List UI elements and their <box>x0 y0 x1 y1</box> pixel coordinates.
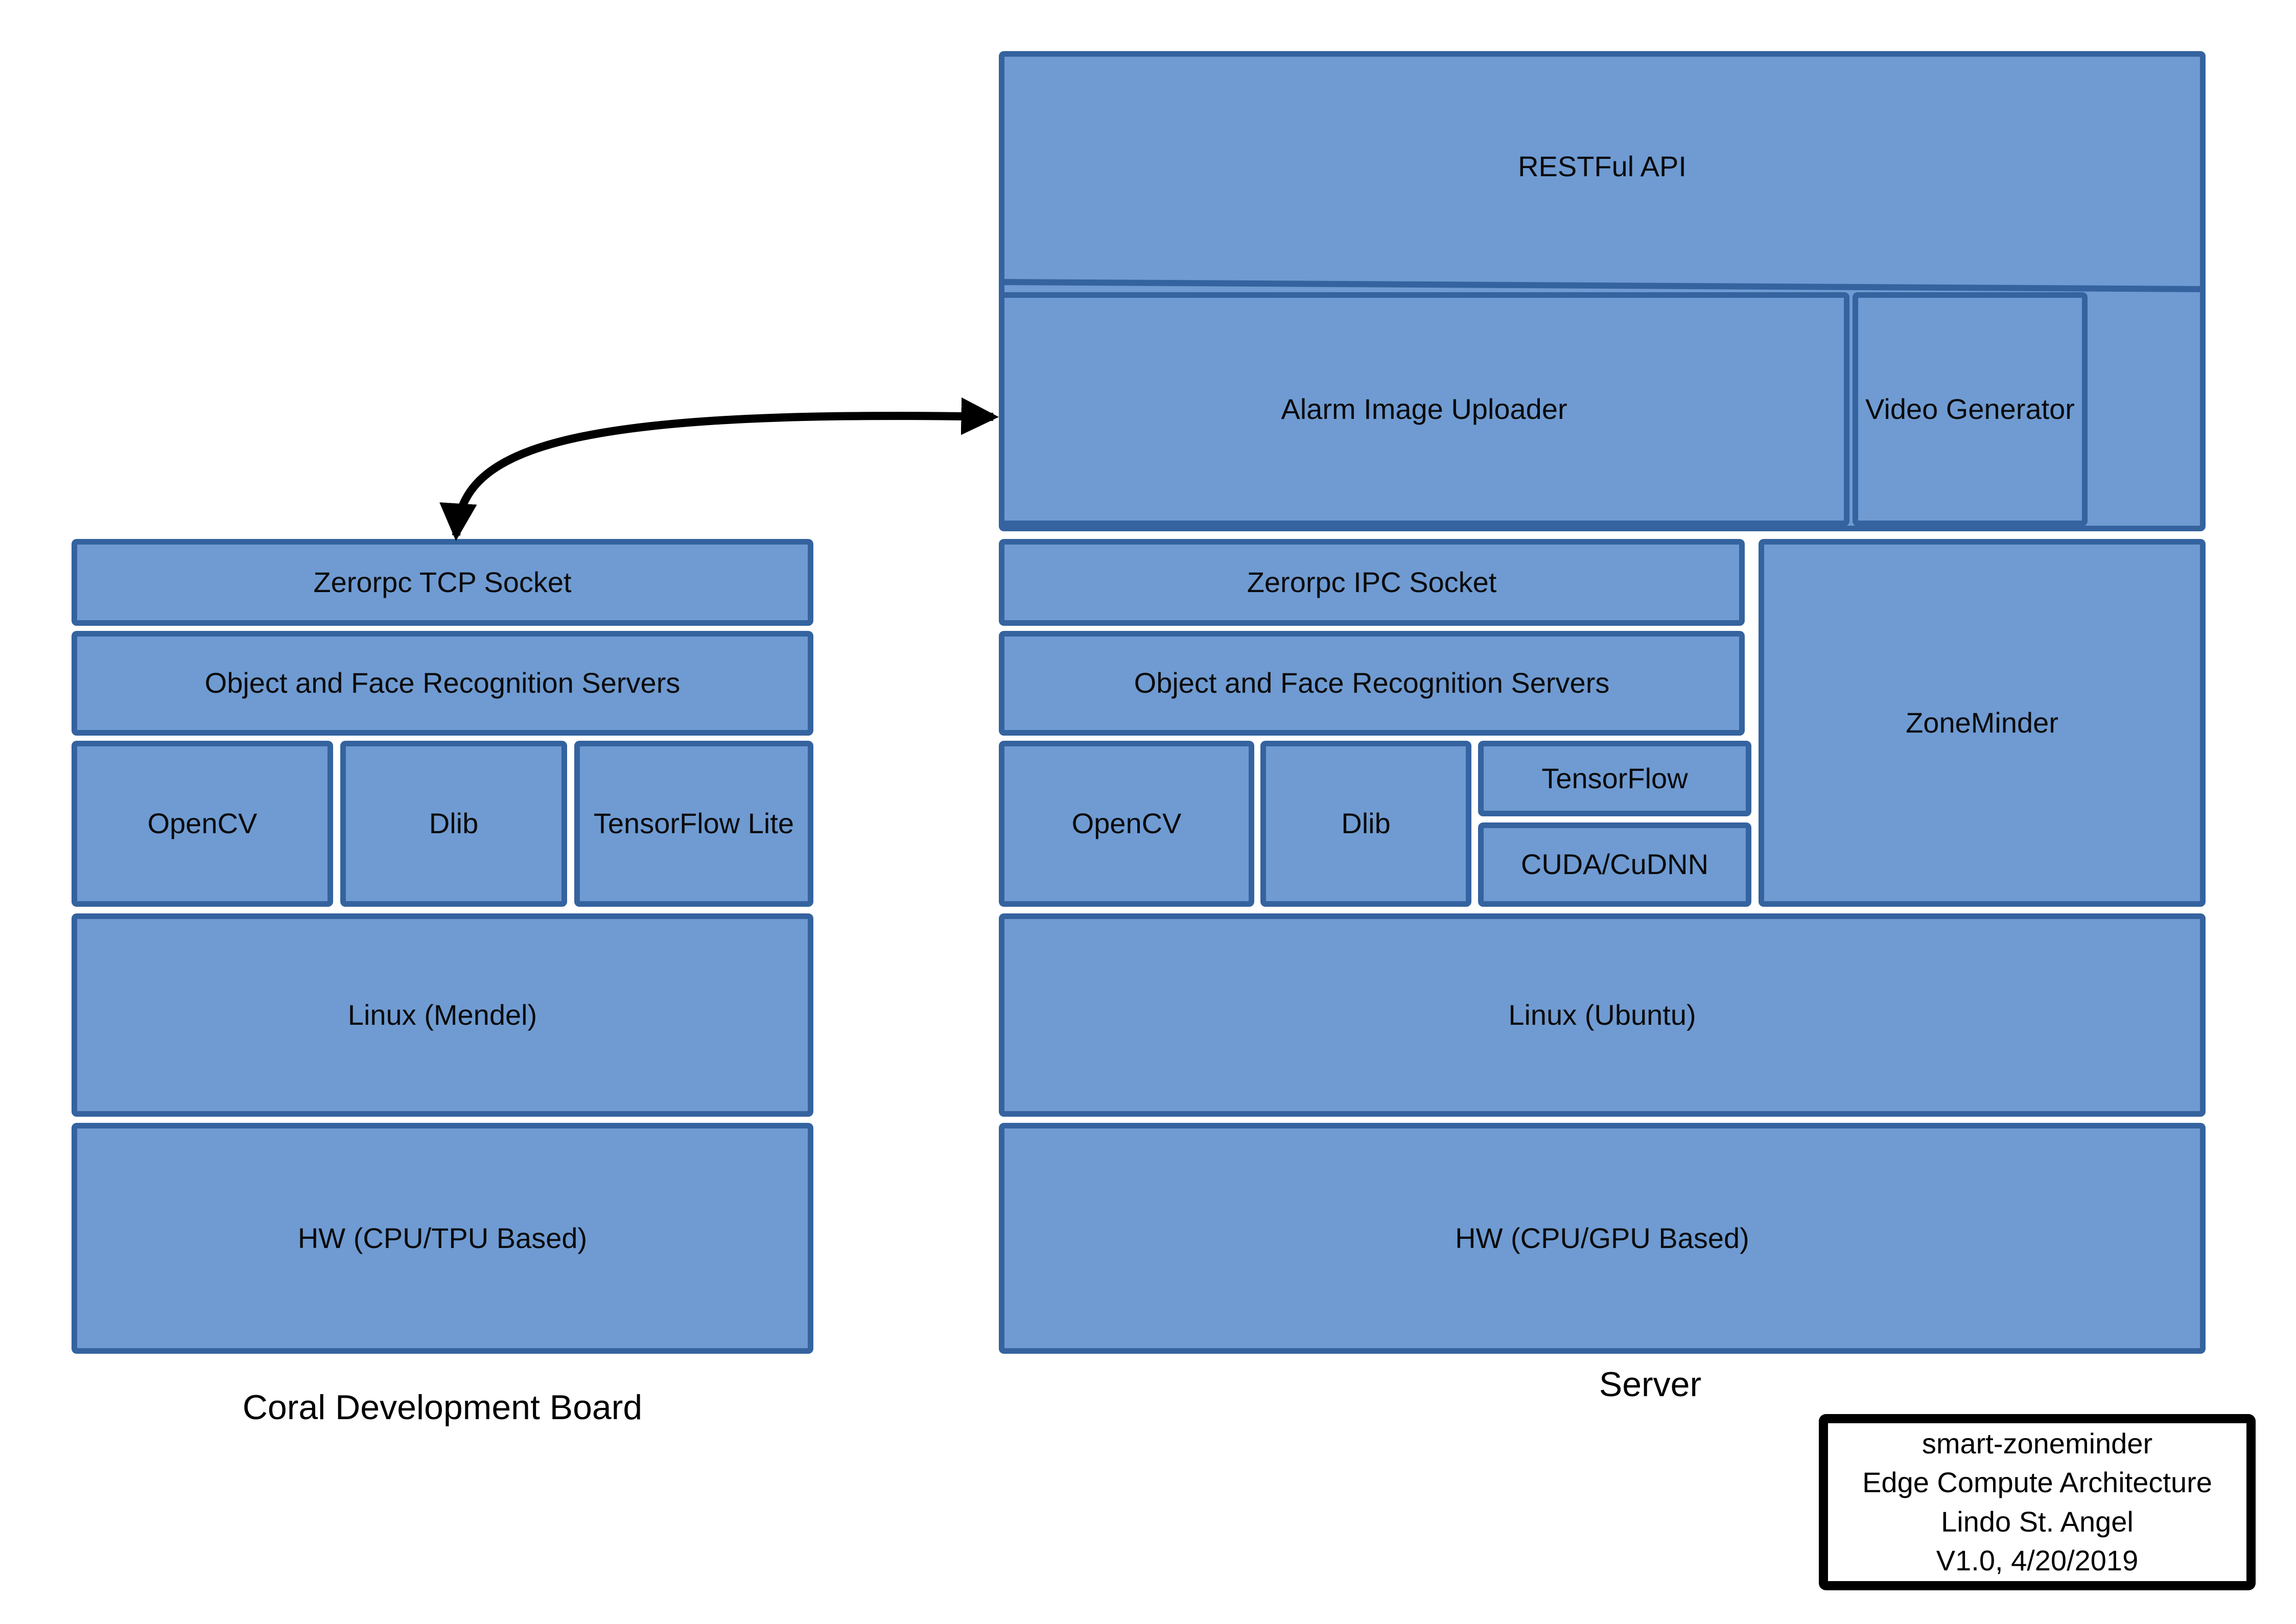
server-linux-ubuntu-label: Linux (Ubuntu) <box>1508 998 1696 1031</box>
coral-zerorpc-tcp-socket-label: Zerorpc TCP Socket <box>313 566 572 598</box>
server-video-generator-label: Video Generator <box>1865 392 2075 425</box>
coral-hw-label: HW (CPU/TPU Based) <box>297 1221 588 1254</box>
coral-layer-linux-mendel: Linux (Mendel) <box>72 913 813 1117</box>
coral-layer-zerorpc-tcp-socket: Zerorpc TCP Socket <box>72 539 813 626</box>
server-layer-recognition-servers: Object and Face Recognition Servers <box>999 631 1745 736</box>
coral-layer-opencv: OpenCV <box>72 741 333 907</box>
server-cuda-cudnn-label: CUDA/CuDNN <box>1520 848 1709 881</box>
legend-note-box: smart-zoneminder Edge Compute Architectu… <box>1819 1414 2256 1590</box>
coral-opencv-label: OpenCV <box>147 807 257 840</box>
coral-recognition-servers-label: Object and Face Recognition Servers <box>204 667 681 699</box>
server-hw-label: HW (CPU/GPU Based) <box>1455 1221 1749 1254</box>
coral-board-title: Coral Development Board <box>242 1388 643 1427</box>
coral-layer-tensorflow-lite: TensorFlow Lite <box>574 741 813 907</box>
server-layer-linux-ubuntu: Linux (Ubuntu) <box>999 913 2206 1117</box>
server-layer-tensorflow: TensorFlow <box>1478 741 1751 816</box>
server-dlib-label: Dlib <box>1341 807 1391 840</box>
server-zoneminder-label: ZoneMinder <box>1906 706 2058 739</box>
server-layer-cuda-cudnn: CUDA/CuDNN <box>1478 822 1751 907</box>
server-recognition-servers-label: Object and Face Recognition Servers <box>1134 667 1610 699</box>
connection-arrow <box>439 397 999 542</box>
coral-layer-recognition-servers: Object and Face Recognition Servers <box>72 631 813 736</box>
server-tensorflow-label: TensorFlow <box>1541 762 1688 794</box>
server-alarm-image-uploader-label: Alarm Image Uploader <box>1281 392 1567 425</box>
note-line-author: Lindo St. Angel <box>1941 1505 2134 1538</box>
server-box-zoneminder: ZoneMinder <box>1759 539 2206 907</box>
server-restful-api-label: RESTFul API <box>1518 150 1686 182</box>
server-zerorpc-ipc-socket-label: Zerorpc IPC Socket <box>1247 566 1497 598</box>
server-opencv-label: OpenCV <box>1071 807 1182 840</box>
server-layer-zerorpc-ipc-socket: Zerorpc IPC Socket <box>999 539 1745 626</box>
server-box-alarm-image-uploader: Alarm Image Uploader <box>999 292 1849 526</box>
coral-tensorflow-lite-label: TensorFlow Lite <box>593 807 794 840</box>
note-line-subtitle: Edge Compute Architecture <box>1862 1466 2212 1499</box>
coral-dlib-label: Dlib <box>429 807 479 840</box>
coral-layer-dlib: Dlib <box>340 741 567 907</box>
server-layer-hw-cpu-gpu: HW (CPU/GPU Based) <box>999 1123 2206 1354</box>
note-line-version: V1.0, 4/20/2019 <box>1936 1544 2139 1576</box>
coral-linux-mendel-label: Linux (Mendel) <box>347 998 537 1031</box>
coral-layer-hw-cpu-tpu: HW (CPU/TPU Based) <box>72 1123 813 1354</box>
server-box-video-generator: Video Generator <box>1853 292 2088 526</box>
server-title: Server <box>1599 1365 1702 1404</box>
note-line-project: smart-zoneminder <box>1922 1427 2153 1460</box>
server-layer-opencv: OpenCV <box>999 741 1254 907</box>
server-layer-dlib: Dlib <box>1260 741 1471 907</box>
